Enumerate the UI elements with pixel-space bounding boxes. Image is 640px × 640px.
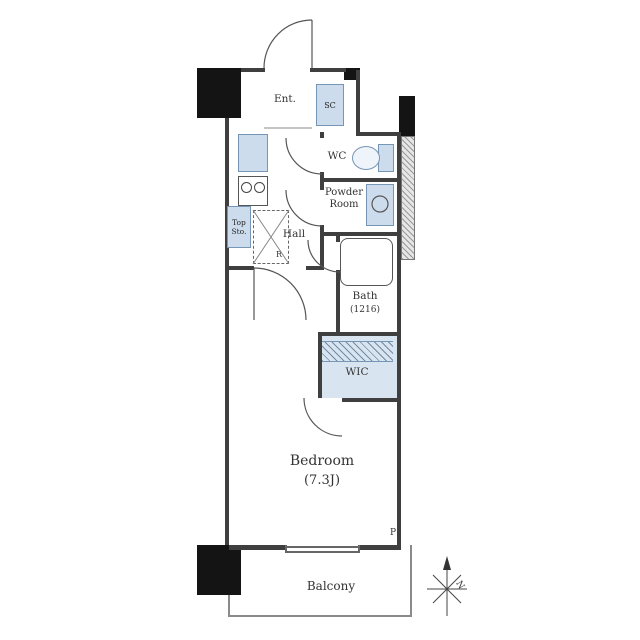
wall xyxy=(320,232,397,236)
door-arc xyxy=(303,397,343,437)
wall xyxy=(320,132,324,138)
balcony-window xyxy=(285,546,360,548)
bath-label: Bath (1216) xyxy=(350,290,380,316)
wall xyxy=(310,68,346,72)
structural-pillar xyxy=(197,545,241,595)
wall xyxy=(336,270,340,332)
top-storage-box: Top Sto. xyxy=(227,206,251,248)
stove-burner-icon xyxy=(254,182,265,193)
wall xyxy=(318,332,397,336)
wic-label: WIC xyxy=(345,366,369,378)
compass-north-label: N xyxy=(453,579,466,592)
balcony-window xyxy=(358,545,360,553)
door-arc xyxy=(263,19,313,69)
wall xyxy=(324,178,397,182)
balcony-window xyxy=(285,545,287,553)
hall-label: Hall xyxy=(282,228,306,240)
top-storage-label: Top Sto. xyxy=(231,218,247,236)
north-arrow-icon xyxy=(443,556,451,570)
structural-pillar xyxy=(197,68,241,118)
wall xyxy=(306,266,320,270)
wic-closet-hatch xyxy=(322,341,393,362)
wall xyxy=(360,545,401,550)
bedroom-label: Bedroom (7.3J) xyxy=(289,453,355,488)
bathtub-icon xyxy=(340,238,393,286)
refrigerator-label: R xyxy=(276,250,283,259)
shoe-closet-label: SC xyxy=(324,100,336,110)
shoe-closet-box: SC xyxy=(316,84,344,126)
door-arc xyxy=(285,137,323,175)
balcony-edge xyxy=(228,595,230,616)
balcony-window xyxy=(285,551,360,553)
wall xyxy=(241,68,265,72)
toilet-bowl-icon xyxy=(352,146,380,170)
toilet-tank-icon xyxy=(378,144,394,172)
wall xyxy=(336,236,340,242)
balcony-label: Balcony xyxy=(306,579,356,593)
wall xyxy=(318,336,322,398)
stove-burner-icon xyxy=(241,182,252,193)
wall xyxy=(356,132,401,136)
powder-room-label: Powder Room xyxy=(324,187,363,210)
wall xyxy=(229,266,254,270)
pipe-shaft-hatch xyxy=(401,136,415,260)
entrance-label: Ent. xyxy=(274,93,296,105)
wall xyxy=(356,70,360,136)
pipe-space-label: P xyxy=(389,528,397,538)
washer-space xyxy=(238,134,268,172)
door-arc xyxy=(253,267,307,321)
wall xyxy=(397,136,401,545)
structural-pillar xyxy=(399,96,415,138)
wc-label: WC xyxy=(327,150,347,162)
balcony-edge xyxy=(228,615,412,617)
wall xyxy=(225,118,229,545)
wall xyxy=(229,545,285,550)
balcony-edge xyxy=(410,545,412,617)
wall xyxy=(320,172,324,190)
wall xyxy=(342,398,397,402)
